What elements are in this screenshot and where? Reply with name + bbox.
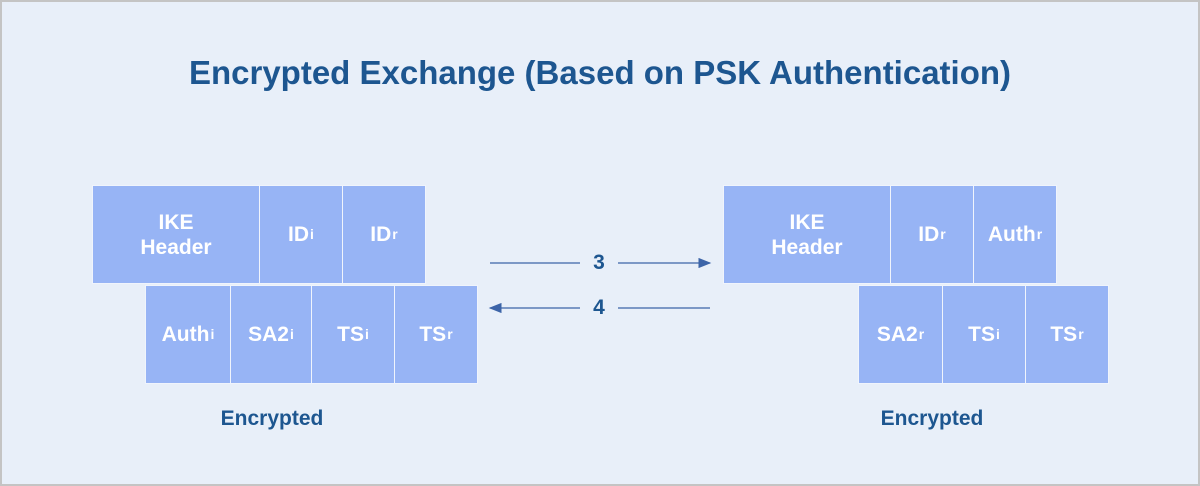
- right-auth-r-sub: r: [1036, 226, 1043, 242]
- right-ts-i-sub: i: [995, 326, 1000, 342]
- right-encrypted-caption: Encrypted: [880, 407, 984, 430]
- right-id-r-sub: r: [940, 226, 946, 242]
- diagram-title: Encrypted Exchange (Based on PSK Authent…: [188, 54, 1012, 91]
- left-ike-header-cell: IKE Header: [92, 185, 260, 284]
- left-sa2-i-base: SA2: [248, 323, 289, 346]
- right-auth-r-base: Auth: [987, 223, 1036, 246]
- left-encrypted-caption: Encrypted: [220, 407, 324, 430]
- left-sa2-i-sub: i: [289, 326, 294, 342]
- backward-arrow-label: 4: [593, 296, 605, 319]
- left-id-r-sub: r: [392, 226, 398, 242]
- right-id-r-base: ID: [918, 223, 940, 246]
- left-ike-header-line1: IKE: [158, 210, 194, 234]
- left-id-i-sub: i: [310, 226, 314, 242]
- left-ts-r-sub: r: [447, 326, 453, 342]
- left-ts-i-sub: i: [364, 326, 369, 342]
- right-sa2-r-base: SA2: [876, 323, 918, 346]
- right-sa2-r-sub: r: [918, 326, 925, 342]
- left-ike-header-line2: Header: [140, 235, 212, 259]
- left-id-r-base: ID: [370, 223, 392, 246]
- left-id-i-base: ID: [288, 223, 310, 246]
- right-ike-header-cell: IKE Header: [723, 185, 891, 284]
- right-ike-header-line2: Header: [771, 235, 843, 259]
- right-ts-r-base: TS: [1050, 323, 1078, 346]
- right-ts-r-sub: r: [1078, 326, 1084, 342]
- left-auth-i-base: Auth: [161, 323, 210, 346]
- forward-arrow-label: 3: [593, 251, 605, 274]
- left-ts-r-base: TS: [419, 323, 447, 346]
- left-ts-i-base: TS: [337, 323, 364, 346]
- right-ike-header-line1: IKE: [789, 210, 825, 234]
- right-ts-i-base: TS: [968, 323, 995, 346]
- left-auth-i-sub: i: [210, 326, 215, 342]
